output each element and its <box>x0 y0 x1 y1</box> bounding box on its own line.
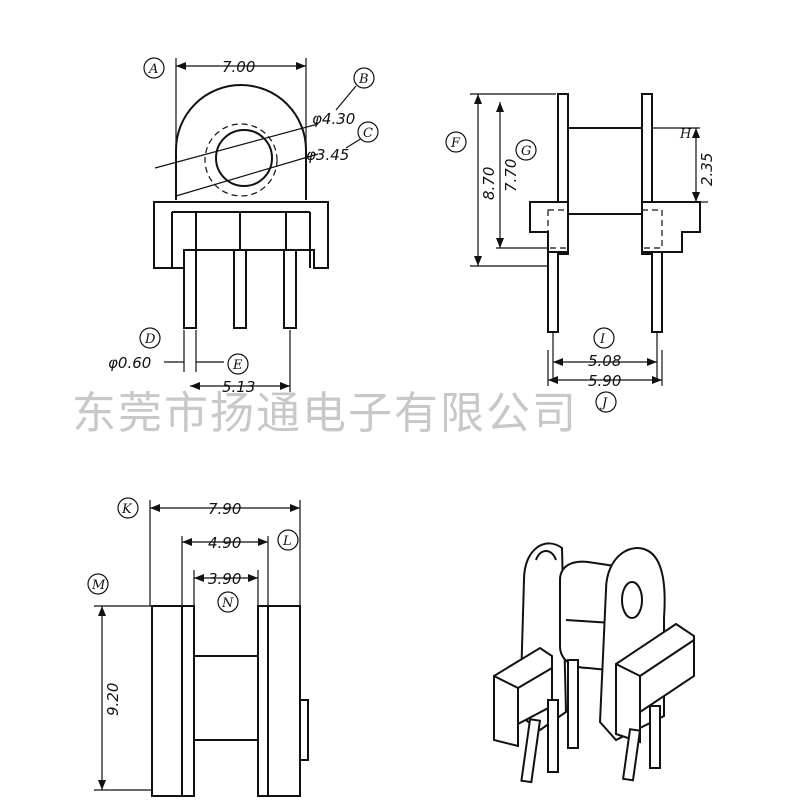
dim-outer-dia: φ4.30 <box>312 110 355 128</box>
label-g: G <box>521 144 531 159</box>
dim-overall-width: 7.90 <box>208 500 241 518</box>
label-b: B <box>358 72 369 87</box>
label-f: F <box>450 136 461 151</box>
label-d: D <box>144 332 156 347</box>
label-c: C <box>363 126 373 141</box>
top-view: 7.90 K 4.90 L 3.90 N 9.20 M <box>87 497 309 797</box>
dim-core-width: 3.90 <box>208 570 241 588</box>
dim-mid-width: 4.90 <box>208 534 241 552</box>
label-i: I <box>599 332 606 347</box>
label-l: L <box>282 534 292 549</box>
label-a: A <box>148 62 158 77</box>
dim-pin-pitch: 5.13 <box>222 378 255 396</box>
dim-outer-span: 5.90 <box>588 372 621 390</box>
dim-inner-dia: φ3.45 <box>306 146 349 164</box>
watermark-text: 东莞市扬通电子有限公司 <box>72 388 578 439</box>
isometric-view <box>493 542 695 784</box>
dim-length: 9.20 <box>104 683 122 716</box>
dim-inner-span: 5.08 <box>588 352 621 370</box>
label-k: K <box>121 502 133 517</box>
label-m: M <box>91 578 106 593</box>
label-j: J <box>599 396 608 411</box>
side-view: 8.70 F 7.70 G 2.35 H 5.08 I 5.90 <box>445 93 716 413</box>
dim-flange-height: 7.70 <box>502 159 520 192</box>
dim-total-height: 8.70 <box>480 167 498 200</box>
front-view: 7.00 A φ4.30 φ3.45 B C <box>108 57 379 396</box>
label-h: H <box>679 127 692 142</box>
label-n: N <box>221 596 234 611</box>
label-e: E <box>232 358 243 373</box>
dim-pin-dia: φ0.60 <box>108 354 151 372</box>
dim-base-height: 2.35 <box>698 153 716 186</box>
dim-width-front: 7.00 <box>222 58 255 76</box>
